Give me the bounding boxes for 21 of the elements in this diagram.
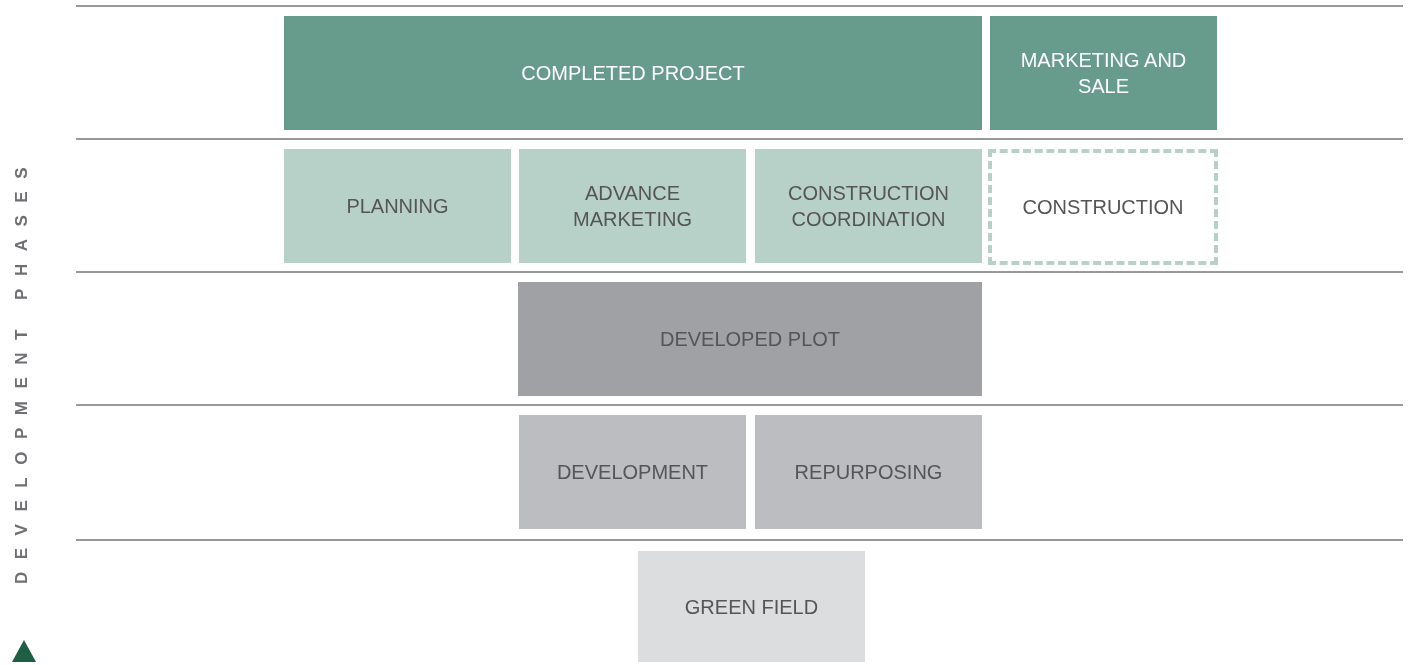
phase-label: PLANNING xyxy=(345,194,450,219)
phase-label: CONSTRUCTION COORDINATION xyxy=(786,181,951,232)
phase-box xyxy=(284,149,511,263)
phase-label: MARKETING AND SALE xyxy=(1019,48,1188,99)
phase-label: DEVELOPED PLOT xyxy=(658,327,842,352)
phase-box xyxy=(755,149,982,263)
phase-label: COMPLETED PROJECT xyxy=(520,61,746,86)
phase-label: DEVELOPMENT xyxy=(555,460,710,485)
phase-box xyxy=(755,415,982,529)
phase-label: REPURPOSING xyxy=(793,460,944,485)
phase-label: CONSTRUCTION xyxy=(1021,195,1185,220)
phase-box xyxy=(519,415,746,529)
phase-label: ADVANCE MARKETING xyxy=(572,181,693,232)
phase-box xyxy=(519,149,746,263)
axis-title: DEVELOPMENT PHASES xyxy=(12,154,32,584)
phase-label: GREEN FIELD xyxy=(683,594,820,620)
phase-box xyxy=(518,282,982,396)
dashed-phase-box xyxy=(988,149,1218,265)
phase-box xyxy=(638,551,865,662)
phase-box xyxy=(990,16,1217,130)
phase-box xyxy=(284,16,982,130)
